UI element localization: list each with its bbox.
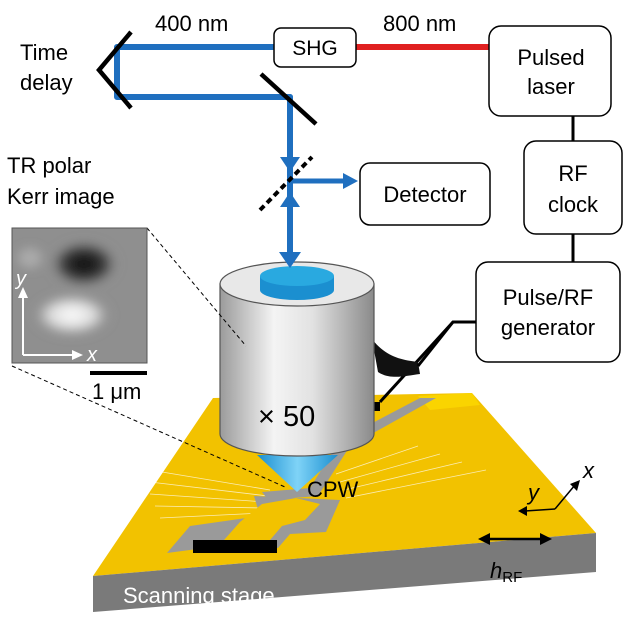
- tr-polar-label-1: TR polar: [7, 153, 91, 178]
- beam-splitter: [258, 155, 314, 212]
- wavelength-400-label: 400 nm: [155, 11, 228, 36]
- beam-arrowheads: [279, 157, 358, 268]
- time-delay-label-1: Time: [20, 40, 68, 65]
- pulse-rf-generator-box: Pulse/RF generator: [475, 261, 621, 363]
- inset-axis-x: x: [86, 344, 98, 366]
- wavelength-800-label: 800 nm: [383, 11, 456, 36]
- beam-400nm-top: [114, 44, 293, 100]
- scale-bar: 1 μm: [90, 371, 147, 404]
- scanning-stage-label: Scanning stage: [123, 583, 275, 608]
- h-rf-label: hRF: [490, 558, 522, 586]
- pulse-rf-label-1: Pulse/RF: [503, 285, 593, 310]
- arrow-right-head: [343, 173, 358, 189]
- detector-label: Detector: [383, 182, 466, 207]
- inset-leader-top: [146, 227, 247, 347]
- objective-magnification: × 50: [258, 401, 315, 433]
- cpw-signal-line: [224, 498, 320, 540]
- pulsed-laser-label-2: laser: [527, 74, 575, 99]
- cpw-contact-pad: [371, 402, 380, 411]
- h-rf-indicator: hRF: [478, 533, 552, 586]
- rf-probe: [372, 320, 476, 404]
- rf-clock-box: RF clock: [523, 140, 623, 235]
- cpw-label: CPW: [307, 477, 359, 502]
- arrow-down-head: [279, 252, 301, 268]
- stage-axes: y x: [518, 458, 595, 516]
- probe-tip: [372, 339, 420, 377]
- fold-mirror: [259, 72, 318, 126]
- cpw-terminator: [193, 540, 277, 553]
- mirrors: [96, 30, 318, 212]
- inset-leader-bottom: [11, 365, 286, 488]
- stage-axis-x: x: [582, 458, 595, 483]
- optical-beams: [114, 44, 492, 258]
- stage-right-top-strip: [418, 393, 480, 410]
- arrow-up-head: [280, 192, 300, 207]
- objective-cone: [257, 455, 338, 492]
- stage-front: [93, 533, 596, 612]
- pulsed-laser-box: Pulsed laser: [488, 25, 612, 117]
- kerr-image: y x: [11, 227, 148, 366]
- pulse-rf-label-2: generator: [501, 315, 595, 340]
- objective-body: [219, 283, 375, 457]
- cpw: CPW: [167, 398, 436, 553]
- inset-axis-y: y: [14, 268, 27, 290]
- time-delay-mirror: [96, 30, 133, 110]
- stage-axis-y: y: [526, 480, 541, 505]
- arrow-down-head-2: [280, 157, 300, 172]
- tr-polar-label-2: Kerr image: [7, 184, 115, 209]
- scale-bar-label: 1 μm: [92, 379, 141, 404]
- rf-clock-label-2: clock: [548, 192, 599, 217]
- lens-top-glass: [260, 266, 334, 286]
- time-delay-label-2: delay: [20, 70, 73, 95]
- shg-box: SHG: [273, 27, 357, 68]
- detector-box: Detector: [359, 162, 491, 226]
- pulsed-laser-label-1: Pulsed: [517, 45, 584, 70]
- objective-lens: × 50: [219, 261, 375, 492]
- shg-label: SHG: [292, 37, 338, 60]
- bond-lines: [149, 445, 487, 519]
- rf-clock-label-1: RF: [558, 161, 587, 186]
